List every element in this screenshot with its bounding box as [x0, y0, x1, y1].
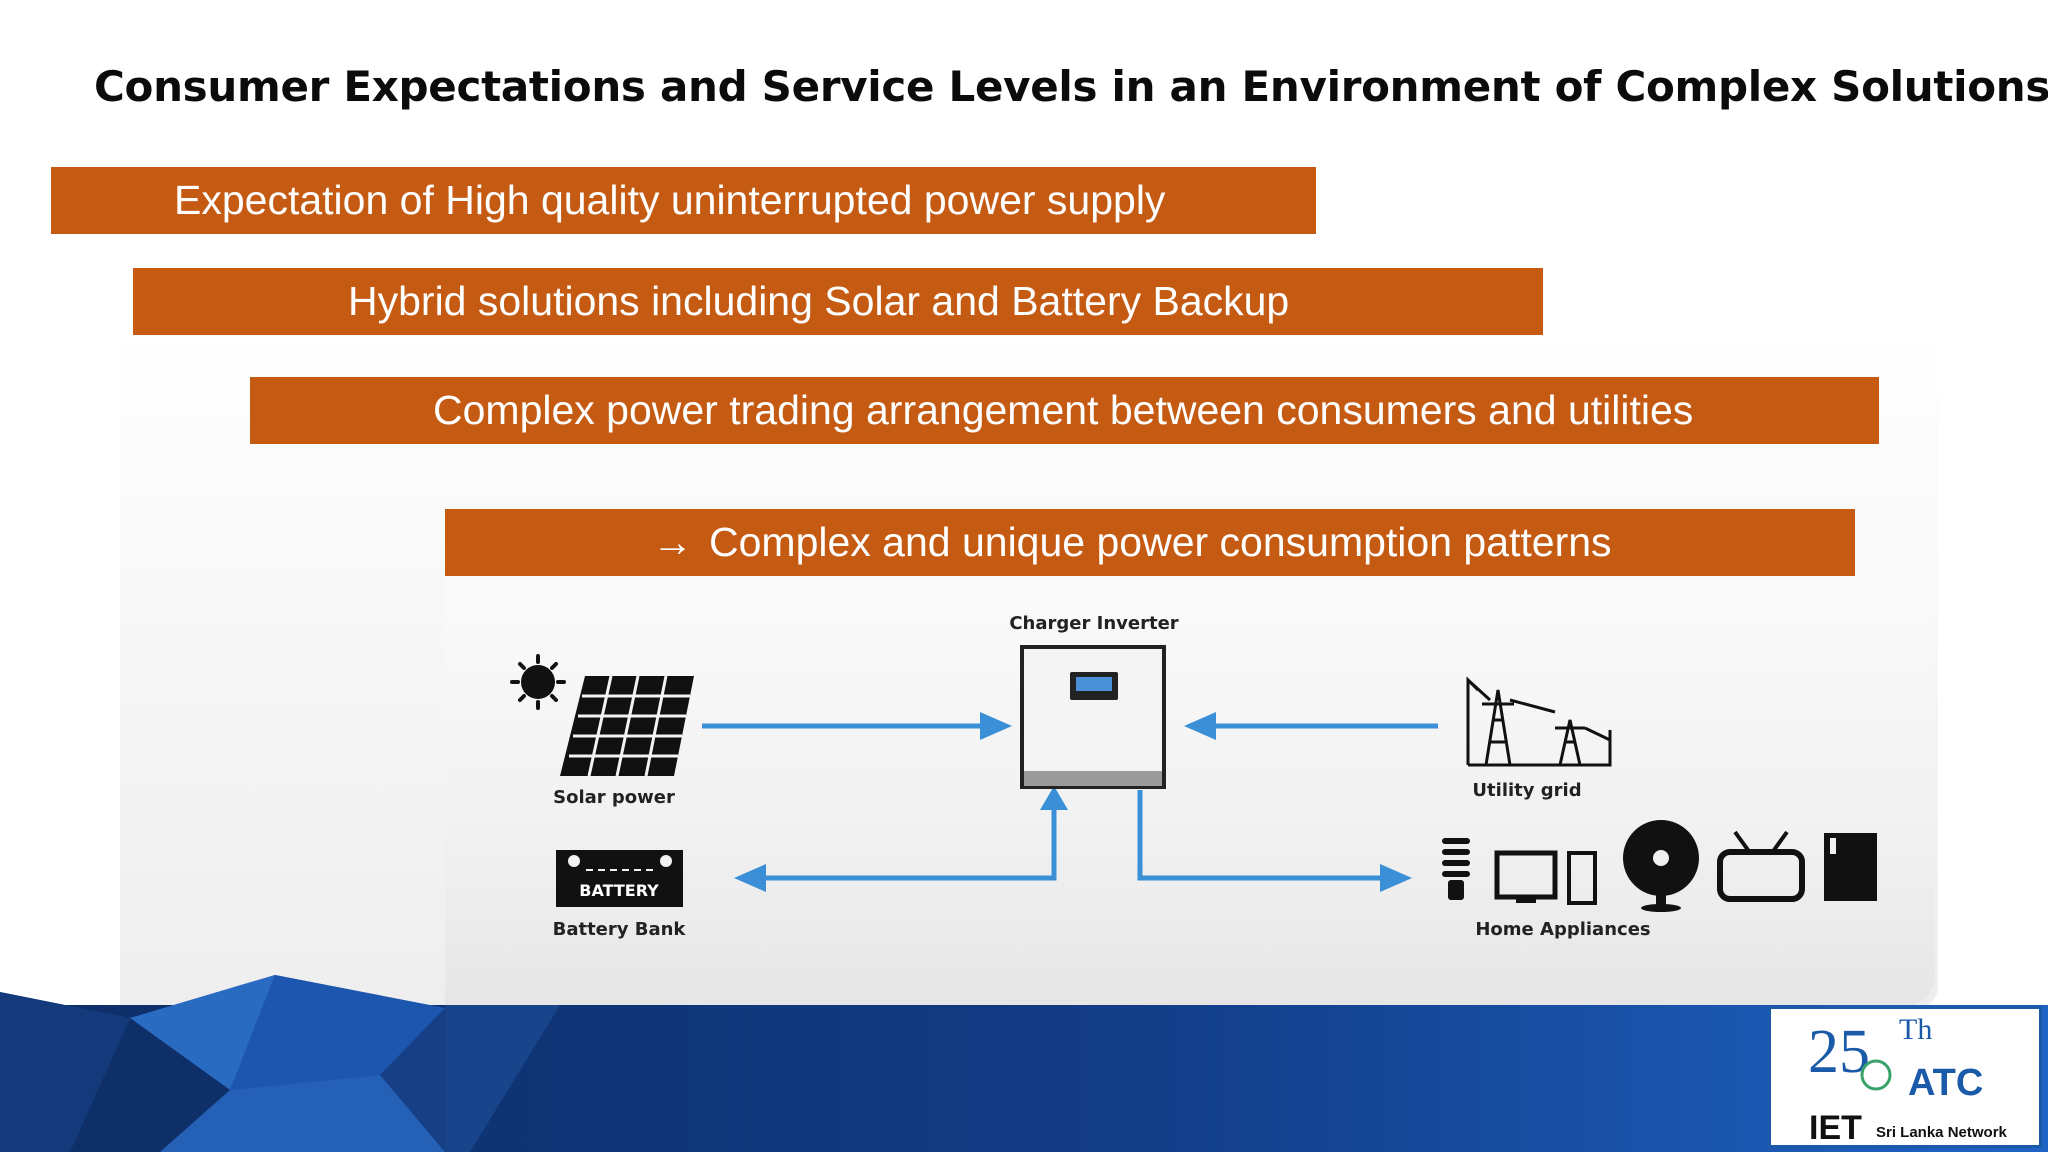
battery-icon — [556, 850, 683, 907]
diagram-panel — [445, 570, 1935, 1006]
globe-icon — [1860, 1059, 1892, 1091]
statement-bar-2: Hybrid solutions including Solar and Bat… — [133, 268, 1543, 335]
fan-icon — [1623, 820, 1699, 912]
statement-bar-4-label: Complex and unique power consumption pat… — [709, 519, 1612, 565]
sun-icon — [510, 654, 566, 710]
utility-grid-icon — [1466, 676, 1612, 767]
flow-lines — [702, 723, 1438, 881]
logo-number: 25 — [1808, 1018, 1870, 1086]
arrowhead-to-inverter-bottom — [1040, 786, 1068, 810]
home-appliances-label: Home Appliances — [1475, 919, 1650, 940]
solar-power-label: Solar power — [553, 787, 675, 808]
charger-inverter-icon — [1020, 645, 1166, 789]
slide-title: Consumer Expectations and Service Levels… — [94, 62, 2048, 111]
arrow-right-icon: → — [652, 519, 693, 565]
inverter-to-appliances-line — [1137, 790, 1388, 881]
statement-bar-4: → Complex and unique power consumption pa… — [445, 509, 1855, 576]
utility-grid-label: Utility grid — [1472, 780, 1581, 801]
solar-panel-icon — [560, 675, 694, 777]
arrowhead-to-appliances — [1380, 864, 1412, 892]
logo-acronym: ATC — [1908, 1062, 1983, 1104]
battery-text: BATTERY — [579, 881, 659, 900]
computer-icon — [1494, 850, 1597, 905]
flow-arrowheads — [734, 712, 1412, 892]
atc-logo: 25 Th ATC IET Sri Lanka Network — [1768, 1006, 2042, 1148]
battery-inverter-line — [760, 804, 1057, 881]
arrowhead-to-battery — [734, 864, 766, 892]
arrowhead-to-inverter-right — [1184, 712, 1216, 740]
battery-bank-label: Battery Bank — [553, 919, 687, 940]
logo-org: IET — [1809, 1109, 1862, 1145]
television-icon — [1717, 830, 1805, 902]
arrowhead-to-inverter-left — [980, 712, 1012, 740]
bottom-banner — [0, 975, 2048, 1152]
lightbulb-icon — [1442, 838, 1470, 900]
charger-inverter-label: Charger Inverter — [1009, 613, 1178, 634]
statement-bar-3: Complex power trading arrangement betwee… — [250, 377, 1879, 444]
atc-logo-graphic: 25 Th ATC IET Sri Lanka Network — [1808, 1013, 2008, 1147]
refrigerator-icon — [1824, 833, 1877, 901]
logo-superscript: Th — [1899, 1013, 1932, 1046]
logo-network: Sri Lanka Network — [1876, 1124, 2008, 1141]
statement-bar-1: Expectation of High quality uninterrupte… — [51, 167, 1316, 234]
